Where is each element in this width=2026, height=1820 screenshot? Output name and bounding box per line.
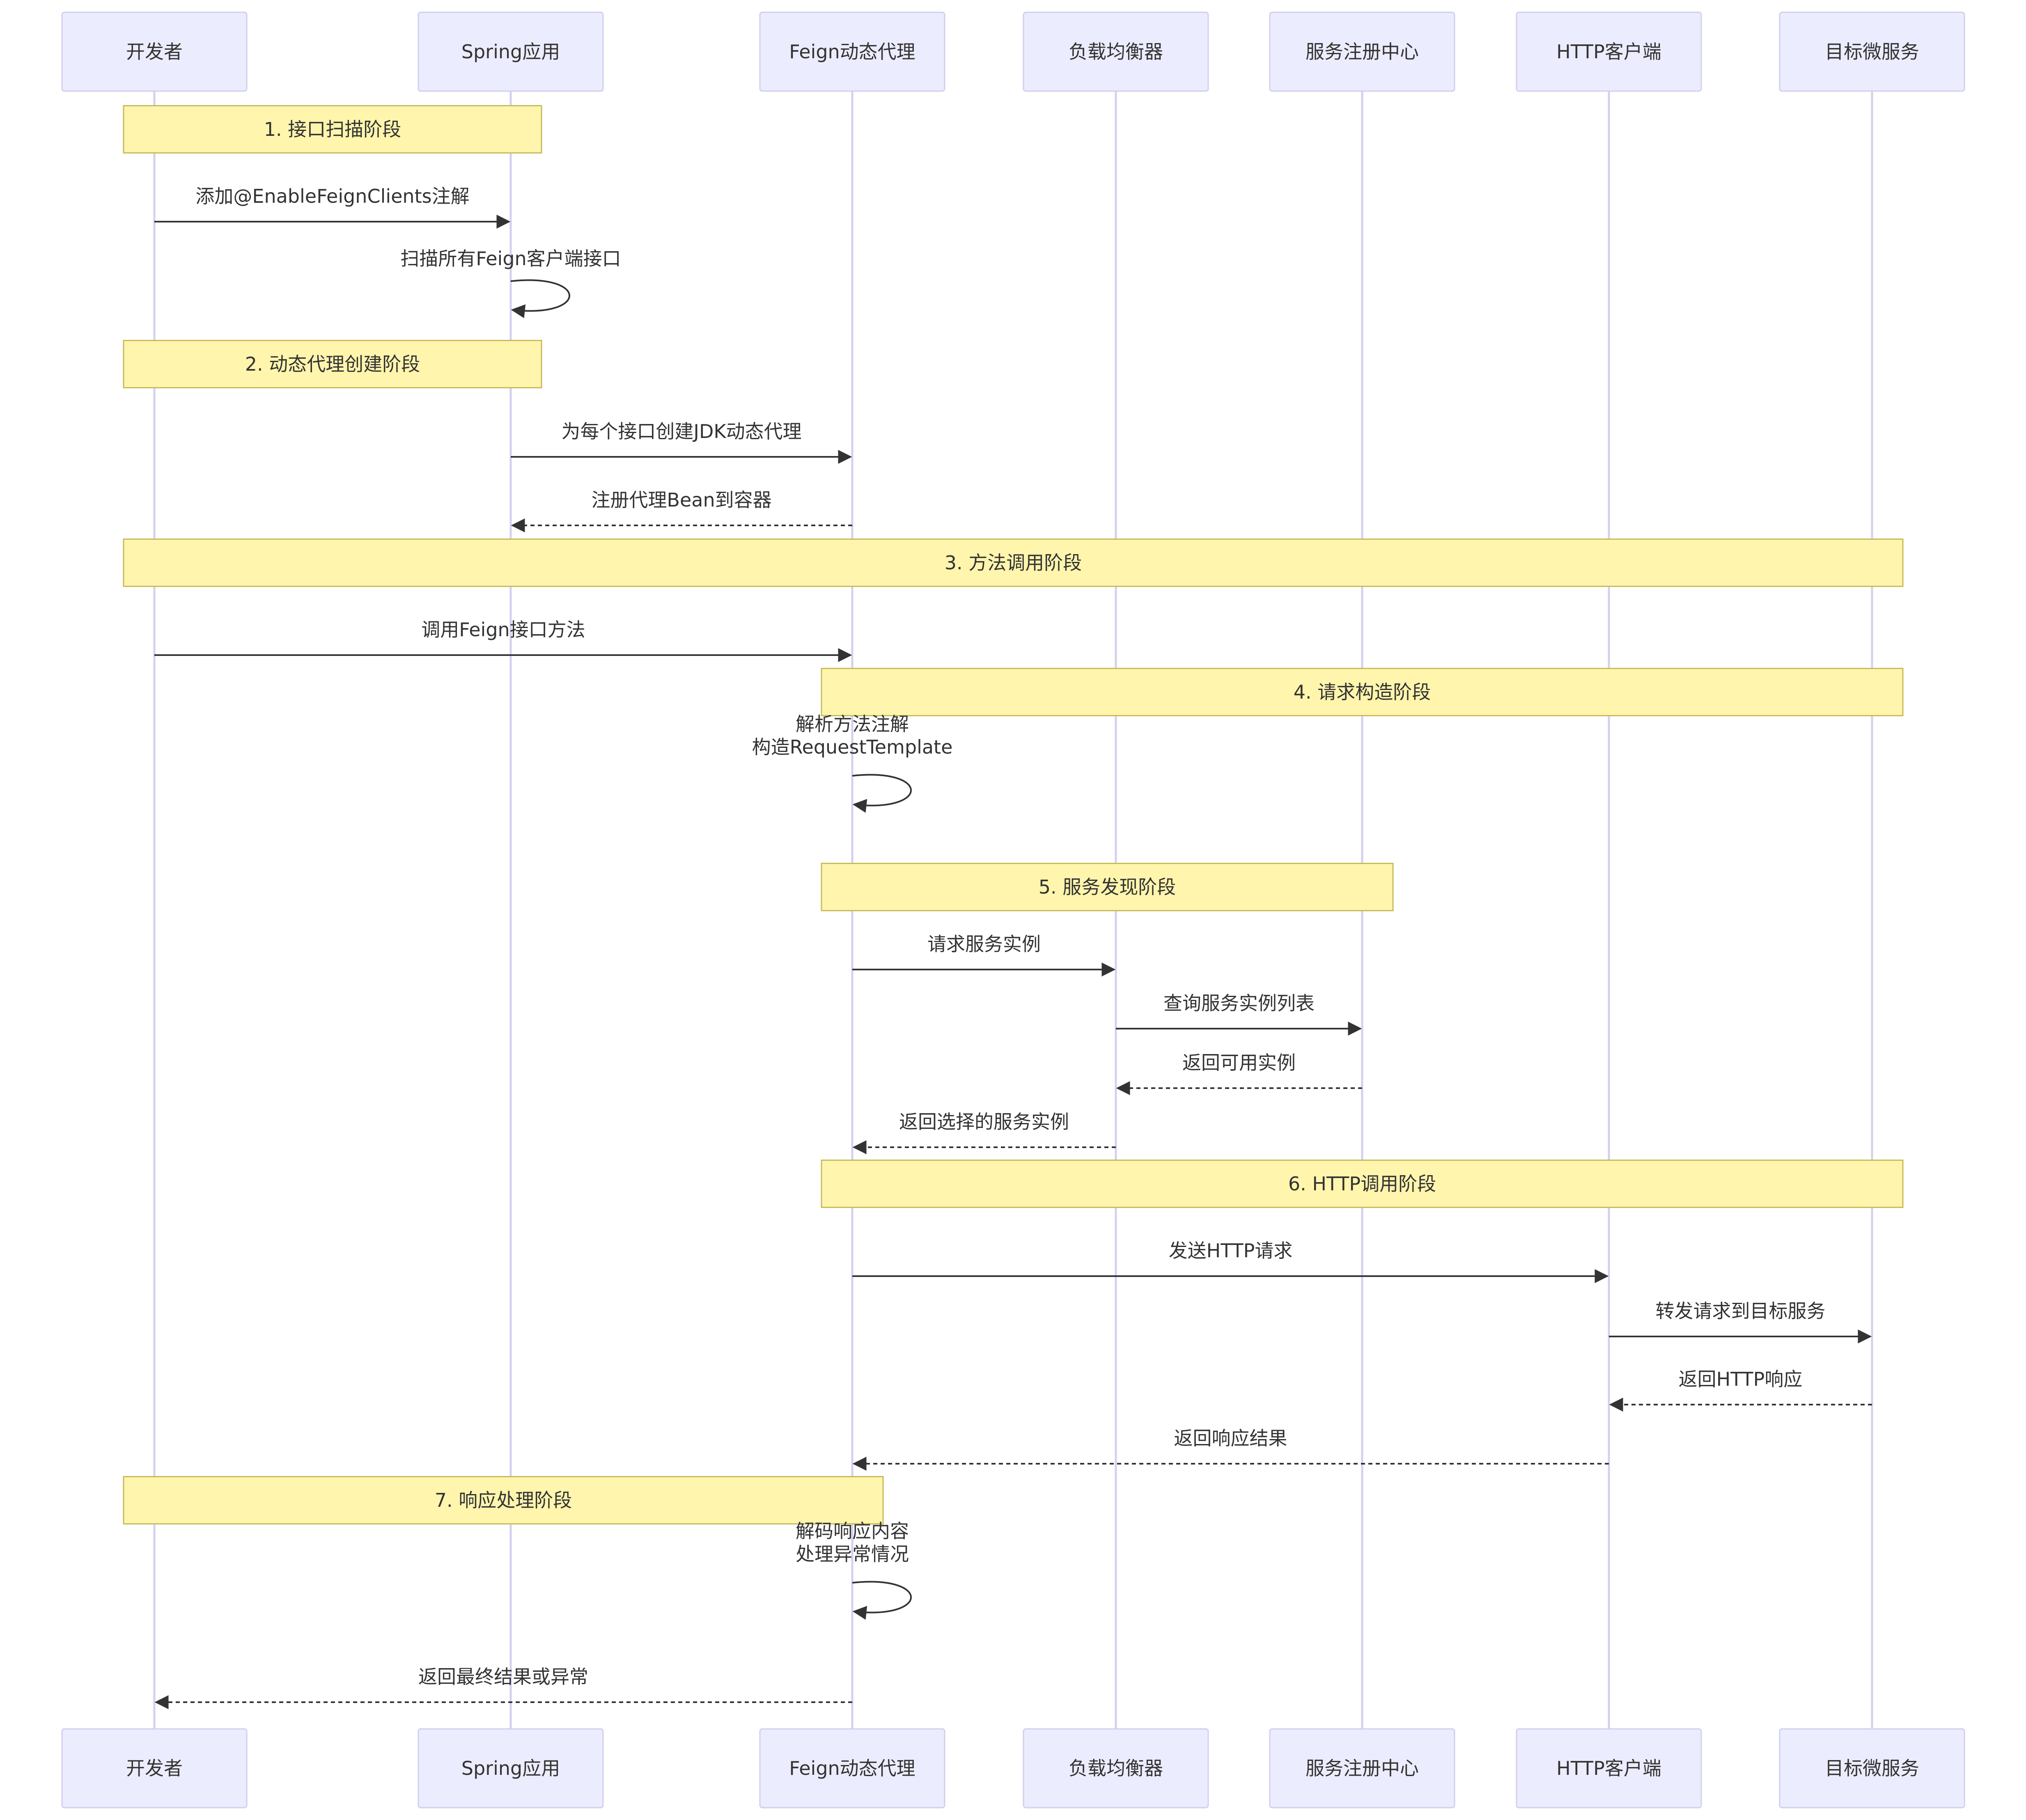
phase-note-7	[123, 539, 1904, 587]
phase-note-21	[123, 1476, 884, 1524]
phase-note-16	[821, 1160, 1904, 1208]
actor-box-lb-top	[1023, 11, 1209, 92]
messages: 添加@EnableFeignClients注解扫描所有Feign客户端接口为每个…	[154, 185, 1872, 1709]
self-message-label: 处理异常情况	[796, 1543, 909, 1565]
actor-box-proxy-bottom	[759, 1728, 945, 1809]
actor-box-dev-top	[61, 11, 248, 92]
message-label: 请求服务实例	[927, 933, 1041, 955]
message-label: 返回选择的服务实例	[899, 1111, 1069, 1133]
actor-label-registry-top: 服务注册中心	[1306, 41, 1419, 63]
actor-label-proxy-bottom: Feign动态代理	[789, 1757, 915, 1779]
phase-note-11	[821, 863, 1394, 911]
actor-label-registry-bottom: 服务注册中心	[1306, 1757, 1419, 1779]
actor-box-http-top	[1516, 11, 1702, 92]
message-label: 查询服务实例列表	[1163, 992, 1315, 1014]
phase-note-label: 4. 请求构造阶段	[1294, 681, 1431, 703]
message-label: 返回响应结果	[1174, 1427, 1287, 1449]
message-label: 添加@EnableFeignClients注解	[195, 185, 469, 207]
self-message-arrow-proxy	[852, 1581, 912, 1620]
message-label: 转发请求到目标服务	[1656, 1300, 1826, 1322]
message-label: 调用Feign接口方法	[421, 619, 585, 641]
self-message-arrow-proxy	[852, 774, 912, 813]
message-label: 返回HTTP响应	[1679, 1368, 1803, 1390]
phase-note-label: 7. 响应处理阶段	[435, 1489, 572, 1511]
actor-label-http-top: HTTP客户端	[1556, 41, 1661, 63]
actor-label-spring-bottom: Spring应用	[461, 1757, 560, 1779]
message-label: 发送HTTP请求	[1169, 1240, 1293, 1262]
self-message-label: 解析方法注解	[796, 713, 909, 735]
self-message-label: 扫描所有Feign客户端接口	[400, 248, 621, 270]
phase-note-1	[123, 105, 542, 154]
actor-box-http-bottom	[1516, 1728, 1702, 1809]
actor-box-registry-top	[1269, 11, 1455, 92]
message-label: 返回最终结果或异常	[418, 1666, 588, 1688]
phase-notes: 1. 接口扫描阶段 2. 动态代理创建阶段 3. 方法调用阶段 4. 请求构造阶段 5.…	[123, 105, 1904, 1524]
phase-note-label: 2. 动态代理创建阶段	[245, 353, 420, 375]
actor-box-proxy-top	[759, 11, 945, 92]
actor-label-dev-top: 开发者	[126, 41, 183, 63]
self-message-label: 解码响应内容	[796, 1520, 909, 1542]
phase-note-label: 1. 接口扫描阶段	[264, 118, 402, 140]
actor-label-spring-top: Spring应用	[461, 41, 560, 63]
actor-box-target-top	[1779, 11, 1965, 92]
actor-box-spring-bottom	[418, 1728, 604, 1809]
actor-label-http-bottom: HTTP客户端	[1556, 1757, 1661, 1779]
actor-box-registry-bottom	[1269, 1728, 1455, 1809]
actor-box-target-bottom	[1779, 1728, 1965, 1809]
actor-label-dev-bottom: 开发者	[126, 1757, 183, 1779]
phase-note-4	[123, 340, 542, 388]
actors-bottom: 开发者 Spring应用 Feign动态代理 负载均衡器 服务注册中心 HTTP客户端 目标…	[61, 1728, 1965, 1809]
message-label: 注册代理Bean到容器	[591, 489, 771, 511]
actor-label-lb-bottom: 负载均衡器	[1069, 1757, 1163, 1779]
message-label: 返回可用实例	[1182, 1052, 1296, 1074]
phase-note-label: 6. HTTP调用阶段	[1288, 1173, 1436, 1195]
phase-note-9	[821, 668, 1904, 716]
actor-label-proxy-top: Feign动态代理	[789, 41, 915, 63]
actor-label-lb-top: 负载均衡器	[1069, 41, 1163, 63]
actor-label-target-top: 目标微服务	[1825, 41, 1919, 63]
self-message-label: 构造RequestTemplate	[752, 736, 953, 758]
message-label: 为每个接口创建JDK动态代理	[561, 420, 801, 442]
actor-box-spring-top	[418, 11, 604, 92]
phase-note-label: 5. 服务发现阶段	[1039, 876, 1176, 898]
self-message-arrow-spring	[510, 279, 570, 319]
actor-box-dev-bottom	[61, 1728, 248, 1809]
actors-top: 开发者 Spring应用 Feign动态代理 负载均衡器 服务注册中心 HTTP客户端 目标…	[61, 11, 1965, 92]
actor-label-target-bottom: 目标微服务	[1825, 1757, 1919, 1779]
actor-box-lb-bottom	[1023, 1728, 1209, 1809]
phase-note-label: 3. 方法调用阶段	[945, 552, 1082, 574]
